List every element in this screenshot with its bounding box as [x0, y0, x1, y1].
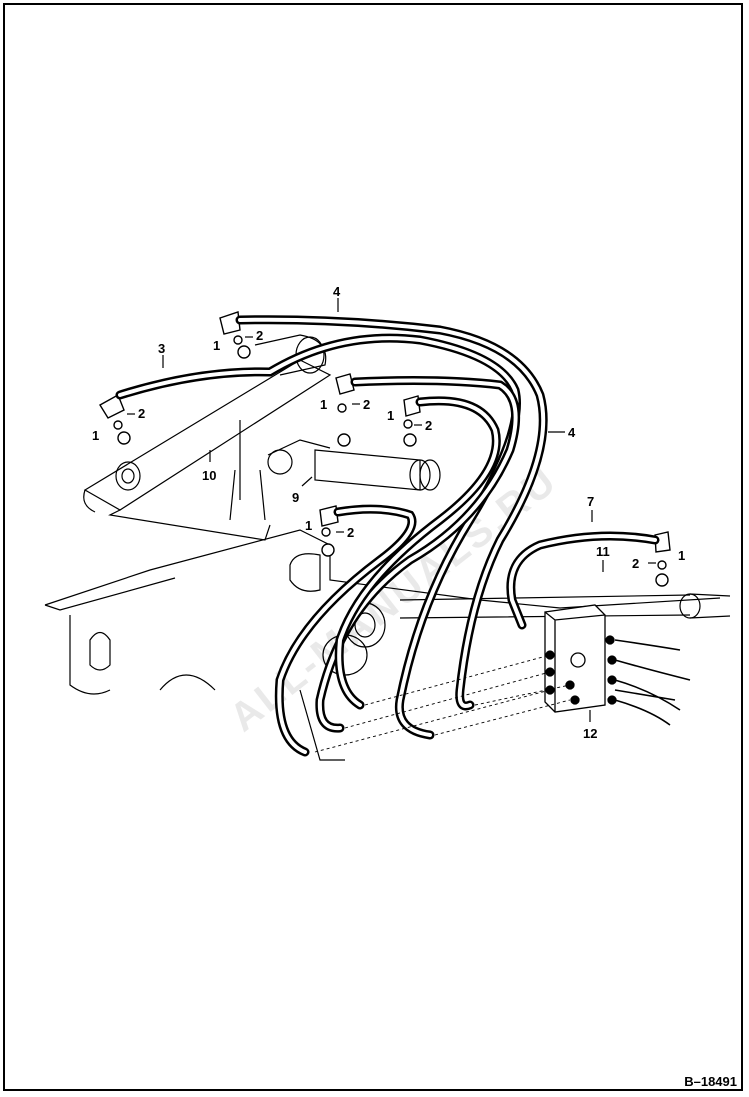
elbow-fitting-7 — [654, 531, 671, 553]
callout-3: 3 — [158, 341, 165, 356]
callout-2-e: 2 — [347, 525, 354, 540]
o-ring-lower — [321, 527, 331, 537]
valve-ports — [545, 635, 617, 705]
hoses — [115, 315, 660, 757]
callout-ticks — [127, 298, 656, 722]
chassis-slot — [89, 631, 111, 671]
o-ring-7 — [657, 560, 667, 570]
valve-port-center — [570, 652, 586, 668]
cylinder-9-rod-end — [419, 459, 441, 491]
port-lower — [321, 543, 335, 557]
callout-9: 9 — [292, 490, 299, 505]
callout-1-c: 1 — [320, 397, 327, 412]
cylinder-mount-eye — [267, 449, 293, 475]
machine-frame — [44, 334, 731, 761]
hose-center-right-inner — [337, 398, 499, 707]
callout-1-b: 1 — [213, 338, 220, 353]
callout-11: 11 — [596, 544, 610, 559]
elbow-fitting-lower — [319, 505, 339, 527]
crossmember-end — [679, 593, 701, 619]
elbow-fitting-4 — [219, 311, 241, 335]
callout-2-d: 2 — [425, 418, 432, 433]
callout-1-f: 1 — [678, 548, 685, 563]
lower-cylinder-head — [289, 553, 321, 592]
boom-underside — [108, 509, 271, 541]
chassis-side — [69, 615, 111, 695]
callout-2-c: 2 — [363, 397, 370, 412]
callout-1-d: 1 — [387, 408, 394, 423]
callout-1-a: 1 — [92, 428, 99, 443]
o-ring-center — [337, 403, 347, 413]
callout-4: 4 — [333, 284, 341, 299]
boom-pivot-inner — [121, 468, 135, 484]
lower-cylinder-eye-inner — [354, 612, 376, 638]
callout-7: 7 — [587, 494, 594, 509]
callout-2-b: 2 — [256, 328, 263, 343]
valve-block — [544, 604, 691, 726]
port-center — [337, 433, 351, 447]
boom-brace — [229, 420, 266, 521]
chassis-post — [299, 689, 345, 761]
o-ring-3 — [113, 420, 123, 430]
hose-lower-inner — [277, 507, 414, 754]
cylinder-9-body — [314, 449, 421, 491]
callout-2-a: 2 — [138, 406, 145, 421]
boom-pivot — [115, 461, 141, 491]
port-4 — [237, 345, 251, 359]
callouts: 4 3 4 10 9 7 11 12 1 2 1 2 1 2 1 2 1 2 1… — [92, 284, 685, 741]
port-right — [403, 433, 417, 447]
fittings — [99, 311, 671, 587]
cylinder-9-end — [409, 459, 431, 491]
boom-arm-end — [83, 489, 96, 513]
callout-2-f: 2 — [632, 556, 639, 571]
hose-5-inner — [317, 378, 518, 731]
callout-5: 4 — [568, 425, 576, 440]
hose-7-inner — [508, 534, 657, 627]
chassis-top-edge — [44, 529, 721, 609]
callout-12: 12 — [583, 726, 597, 741]
elbow-fitting-3 — [99, 394, 125, 419]
cylinder-mount — [267, 439, 331, 456]
figure-reference: B–18491 — [684, 1074, 737, 1089]
hose-3-inner — [118, 336, 519, 737]
diagram-frame — [3, 3, 743, 1091]
chassis-left-edge — [44, 577, 176, 611]
callout-10: 10 — [202, 468, 216, 483]
valve-wires — [614, 639, 691, 726]
elbow-fitting-center — [335, 373, 355, 395]
port-7 — [655, 573, 669, 587]
hose-4-inner — [238, 317, 546, 708]
callout-1-e: 1 — [305, 518, 312, 533]
valve-block-edges — [544, 611, 606, 712]
crossmember-extension — [689, 593, 731, 619]
port-3 — [117, 431, 131, 445]
boom-arm — [83, 359, 332, 511]
leader-lines — [314, 654, 571, 753]
wheel-arch — [159, 674, 216, 691]
o-ring-right — [403, 419, 413, 429]
o-ring-4 — [233, 335, 243, 345]
